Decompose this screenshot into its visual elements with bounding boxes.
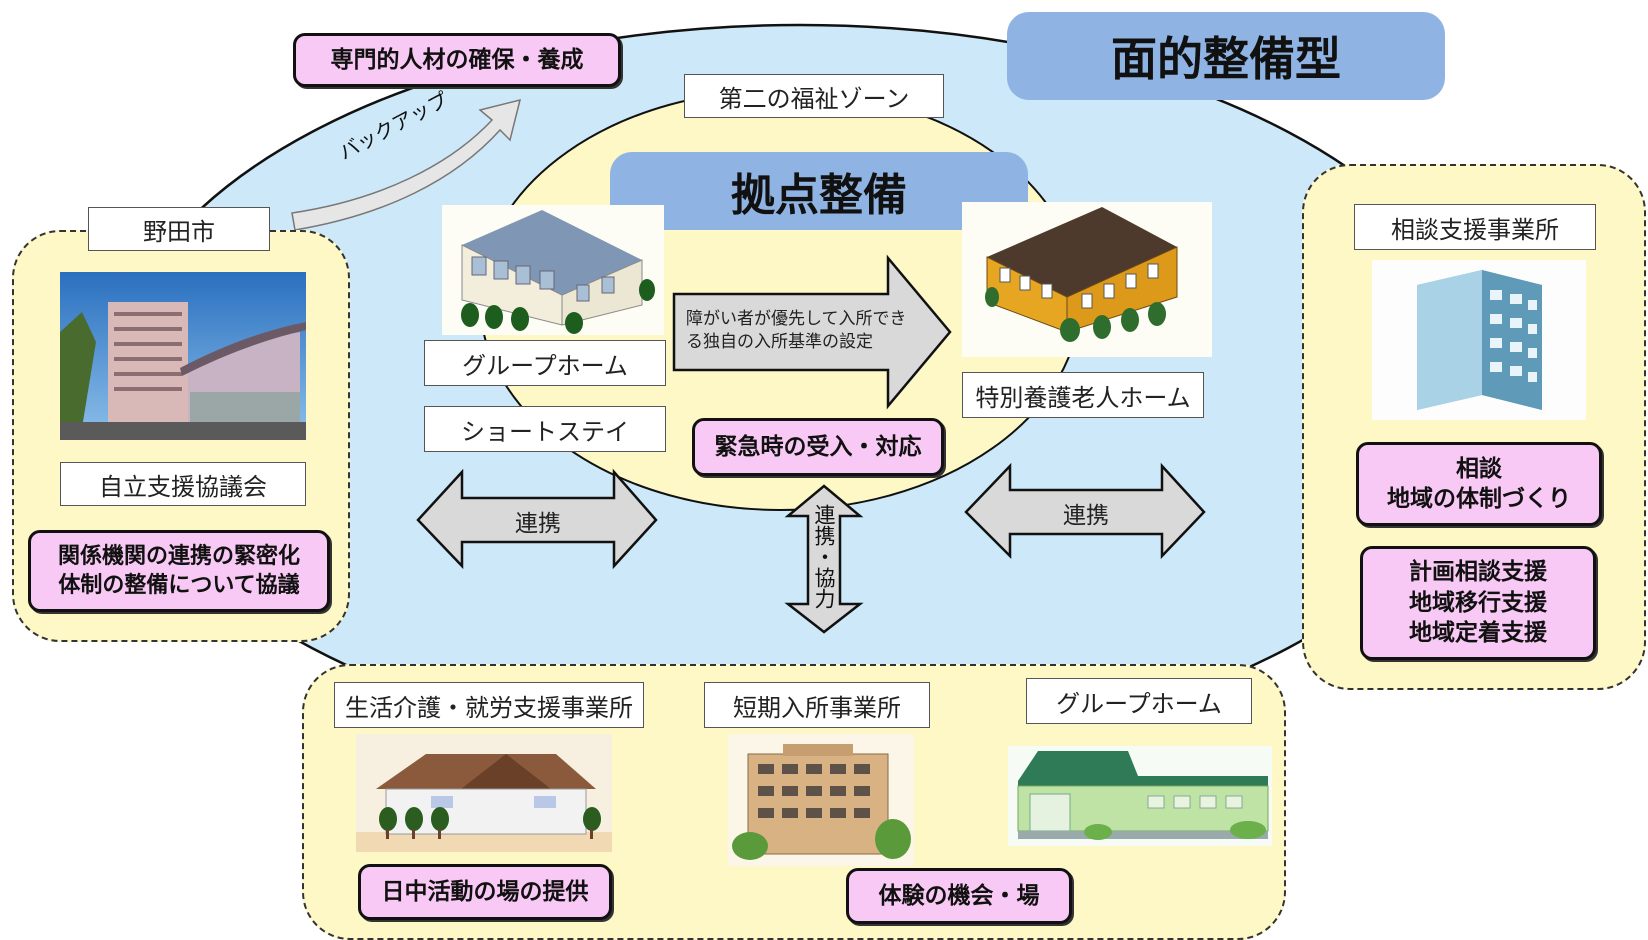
day-activity-box: 日中活動の場の提供: [358, 864, 612, 920]
council-label: 自立支援協議会: [60, 462, 306, 506]
daycare-label: 生活介護・就労支援事業所: [334, 682, 644, 728]
council-role-text: 関係機関の連携の緊密化 体制の整備について協議: [57, 543, 300, 598]
admission-arrow: [672, 254, 952, 410]
city-label: 野田市: [88, 207, 270, 251]
left-link-label: 連携: [515, 511, 561, 537]
support-text: 計画相談支援 地域移行支援 地域定着支援: [1409, 559, 1547, 647]
daycare-house-image: [356, 734, 612, 852]
right-link-label: 連携: [1063, 503, 1109, 529]
short-term-building-image: [728, 734, 914, 866]
right-link-arrow: [964, 462, 1206, 560]
center-group-home-label: グループホーム: [424, 340, 666, 386]
bottom-group-home-image: [1008, 746, 1272, 846]
office-building-image: [1372, 260, 1586, 420]
left-link-arrow: [416, 468, 658, 570]
emergency-box: 緊急時の受入・対応: [692, 418, 944, 476]
area-type-title: 面的整備型: [1007, 12, 1445, 100]
hub-title: 拠点整備: [610, 152, 1028, 230]
talent-box: 専門的人材の確保・養成: [293, 33, 621, 87]
consult-office-label: 相談支援事業所: [1354, 204, 1596, 250]
consult-box: 相談 地域の体制づくり: [1356, 442, 1602, 526]
city-hall-image: [60, 272, 306, 440]
short-term-label: 短期入所事業所: [704, 682, 930, 728]
vertical-link-arrow: [784, 484, 864, 634]
vertical-link-text: 連携・協力: [812, 504, 837, 609]
council-role-box: 関係機関の連携の緊密化 体制の整備について協議: [28, 530, 330, 612]
nursing-home-label: 特別養護老人ホーム: [962, 372, 1204, 418]
vertical-link-label: 連携・協力: [808, 504, 840, 613]
bottom-group-home-label: グループホーム: [1026, 678, 1252, 724]
admission-rule-text: 障がい者が優先して入所でき る独自の入所基準の設定: [686, 309, 907, 352]
short-stay-label: ショートステイ: [424, 406, 666, 452]
consult-text: 相談 地域の体制づくり: [1387, 455, 1571, 512]
experience-box: 体験の機会・場: [846, 868, 1072, 924]
zone-label: 第二の福祉ゾーン: [684, 74, 944, 118]
support-box: 計画相談支援 地域移行支援 地域定着支援: [1360, 546, 1596, 660]
group-home-house-image: [442, 205, 664, 335]
nursing-home-image: [962, 202, 1212, 357]
